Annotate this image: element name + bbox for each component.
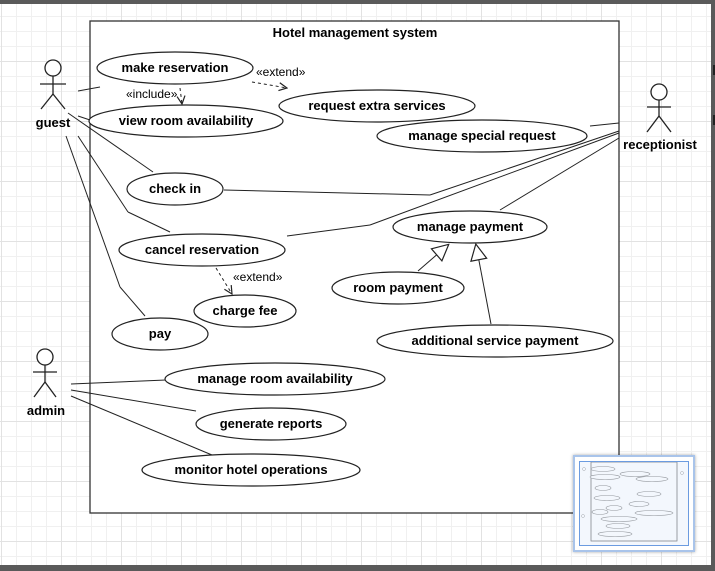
minimap-viewport[interactable] [579,461,689,546]
assoc-guest-make-reservation[interactable] [77,86,101,92]
assoc-receptionist-special-request[interactable] [589,122,620,127]
include-arrow-view-room-availability[interactable] [180,87,182,104]
use-case-label: manage special request [408,128,556,143]
window-top-border [0,0,715,4]
use-case-check-in[interactable]: check in [126,172,224,206]
window-right-border [711,0,715,571]
use-case-manage-special-request[interactable]: manage special request [376,119,588,153]
extend-arrow-charge-fee[interactable] [215,267,232,294]
associations [65,86,620,456]
assoc-receptionist-cancel-a[interactable] [286,224,371,237]
include-label: «include» [126,87,178,101]
use-case-label: manage room availability [197,371,353,386]
assoc-guest-check-in[interactable] [67,112,154,173]
extend-label: «extend» [256,65,306,79]
use-case-label: cancel reservation [145,242,259,257]
assoc-guest-pay-a[interactable] [65,135,121,288]
actor-admin-label: admin [27,403,65,418]
use-case-generate-reports[interactable]: generate reports [195,407,347,441]
assoc-receptionist-cancel-b[interactable] [369,132,620,226]
assoc-guest-pay-b[interactable] [119,286,146,317]
system-title: Hotel management system [273,25,438,40]
assoc-guest-cancel-reservation-b[interactable] [127,211,171,233]
assoc-receptionist-manage-payment[interactable] [499,137,620,211]
use-case-label: make reservation [122,60,229,75]
assoc-guest-view-availability[interactable] [77,115,91,121]
use-case-label: request extra services [308,98,445,113]
assoc-admin-monitor-operations[interactable] [70,395,213,456]
assoc-guest-cancel-reservation-a[interactable] [77,135,129,213]
actor-receptionist[interactable] [646,83,672,133]
use-case-request-extra-services[interactable]: request extra services [278,89,476,123]
use-case-label: generate reports [220,416,323,431]
use-case-label: additional service payment [412,333,580,348]
actor-guest[interactable] [40,59,66,110]
use-case-pay[interactable]: pay [111,317,209,351]
generalization-additional-service-payment[interactable] [476,245,492,325]
use-case-manage-room-availability[interactable]: manage room availability [164,362,386,396]
assoc-admin-manage-room-availability[interactable] [70,379,167,385]
use-case-label: view room availability [119,113,254,128]
edge-marker [713,115,715,125]
use-case-cancel-reservation[interactable]: cancel reservation [118,233,286,267]
edge-marker [713,65,715,75]
overview-minimap[interactable] [573,455,695,552]
use-case-make-reservation[interactable]: make reservation [96,51,254,85]
use-case-additional-service-payment[interactable]: additional service payment [376,324,614,358]
use-case-label: room payment [353,280,443,295]
actor-receptionist-label: receptionist [623,137,697,152]
use-case-manage-payment[interactable]: manage payment [392,210,548,244]
generalization-room-payment[interactable] [417,245,448,272]
use-case-charge-fee[interactable]: charge fee [193,294,297,328]
use-case-monitor-hotel-operations[interactable]: monitor hotel operations [141,453,361,487]
use-case-label: charge fee [212,303,277,318]
use-case-label: manage payment [417,219,524,234]
use-case-label: pay [149,326,172,341]
assoc-admin-generate-reports[interactable] [70,389,197,412]
extend-label: «extend» [233,270,283,284]
assoc-receptionist-check-in-a[interactable] [223,189,431,196]
window-bottom-border [0,565,715,571]
dependencies [180,81,492,325]
use-case-room-payment[interactable]: room payment [331,271,465,305]
use-case-view-room-availability[interactable]: view room availability [88,104,284,138]
use-case-label: check in [149,181,201,196]
assoc-receptionist-check-in-b[interactable] [429,130,620,196]
actor-guest-label: guest [36,115,71,130]
use-case-label: monitor hotel operations [174,462,327,477]
minimap-preview [581,461,684,542]
actor-admin[interactable] [33,348,57,398]
